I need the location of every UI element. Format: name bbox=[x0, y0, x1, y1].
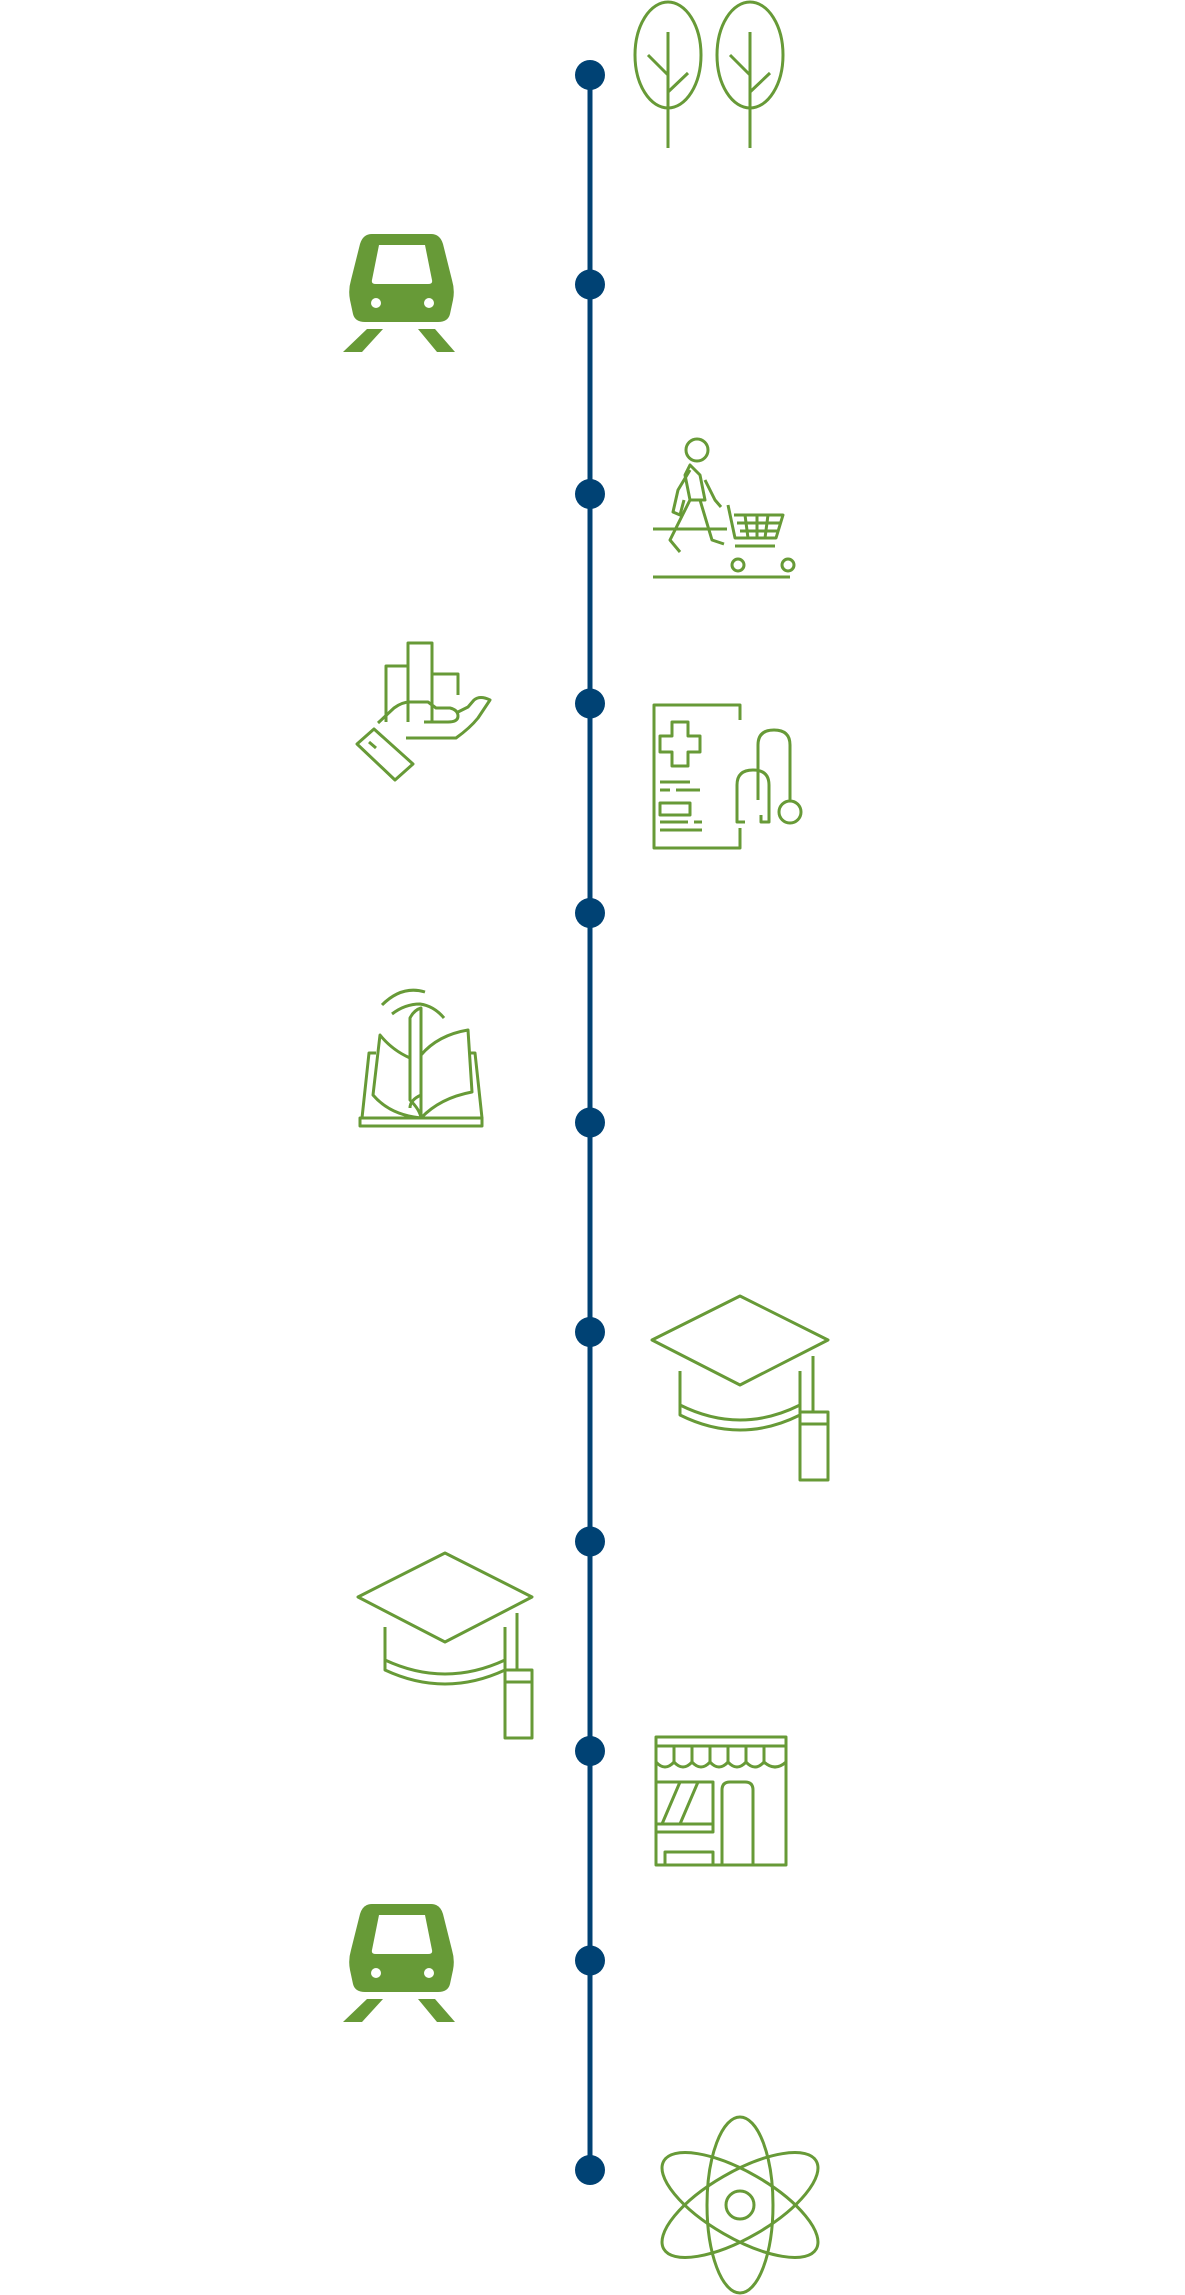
timeline-node bbox=[575, 479, 605, 509]
timeline-node bbox=[575, 1317, 605, 1347]
timeline-node bbox=[575, 269, 605, 300]
timeline-node bbox=[575, 898, 605, 928]
timeline-node bbox=[575, 688, 605, 719]
hand-bar-chart-icon bbox=[355, 641, 492, 782]
train-icon bbox=[343, 234, 455, 352]
medical-report-icon bbox=[652, 703, 803, 850]
atom-icon bbox=[660, 2115, 820, 2295]
timeline-node bbox=[575, 1945, 605, 1976]
graduation-cap-icon bbox=[650, 1294, 830, 1482]
train-icon bbox=[343, 1904, 455, 2022]
timeline-node bbox=[575, 1107, 605, 1138]
open-book-icon bbox=[358, 988, 484, 1128]
timeline-node bbox=[575, 1736, 605, 1766]
timeline-nodes bbox=[575, 60, 605, 2185]
storefront-icon bbox=[654, 1735, 788, 1867]
shopping-cart-icon bbox=[653, 437, 796, 579]
timeline-node bbox=[575, 2155, 605, 2185]
graduation-cap-icon bbox=[356, 1551, 534, 1740]
timeline-node bbox=[575, 60, 605, 90]
timeline-node bbox=[575, 1526, 605, 1557]
trees-icon bbox=[633, 0, 785, 148]
